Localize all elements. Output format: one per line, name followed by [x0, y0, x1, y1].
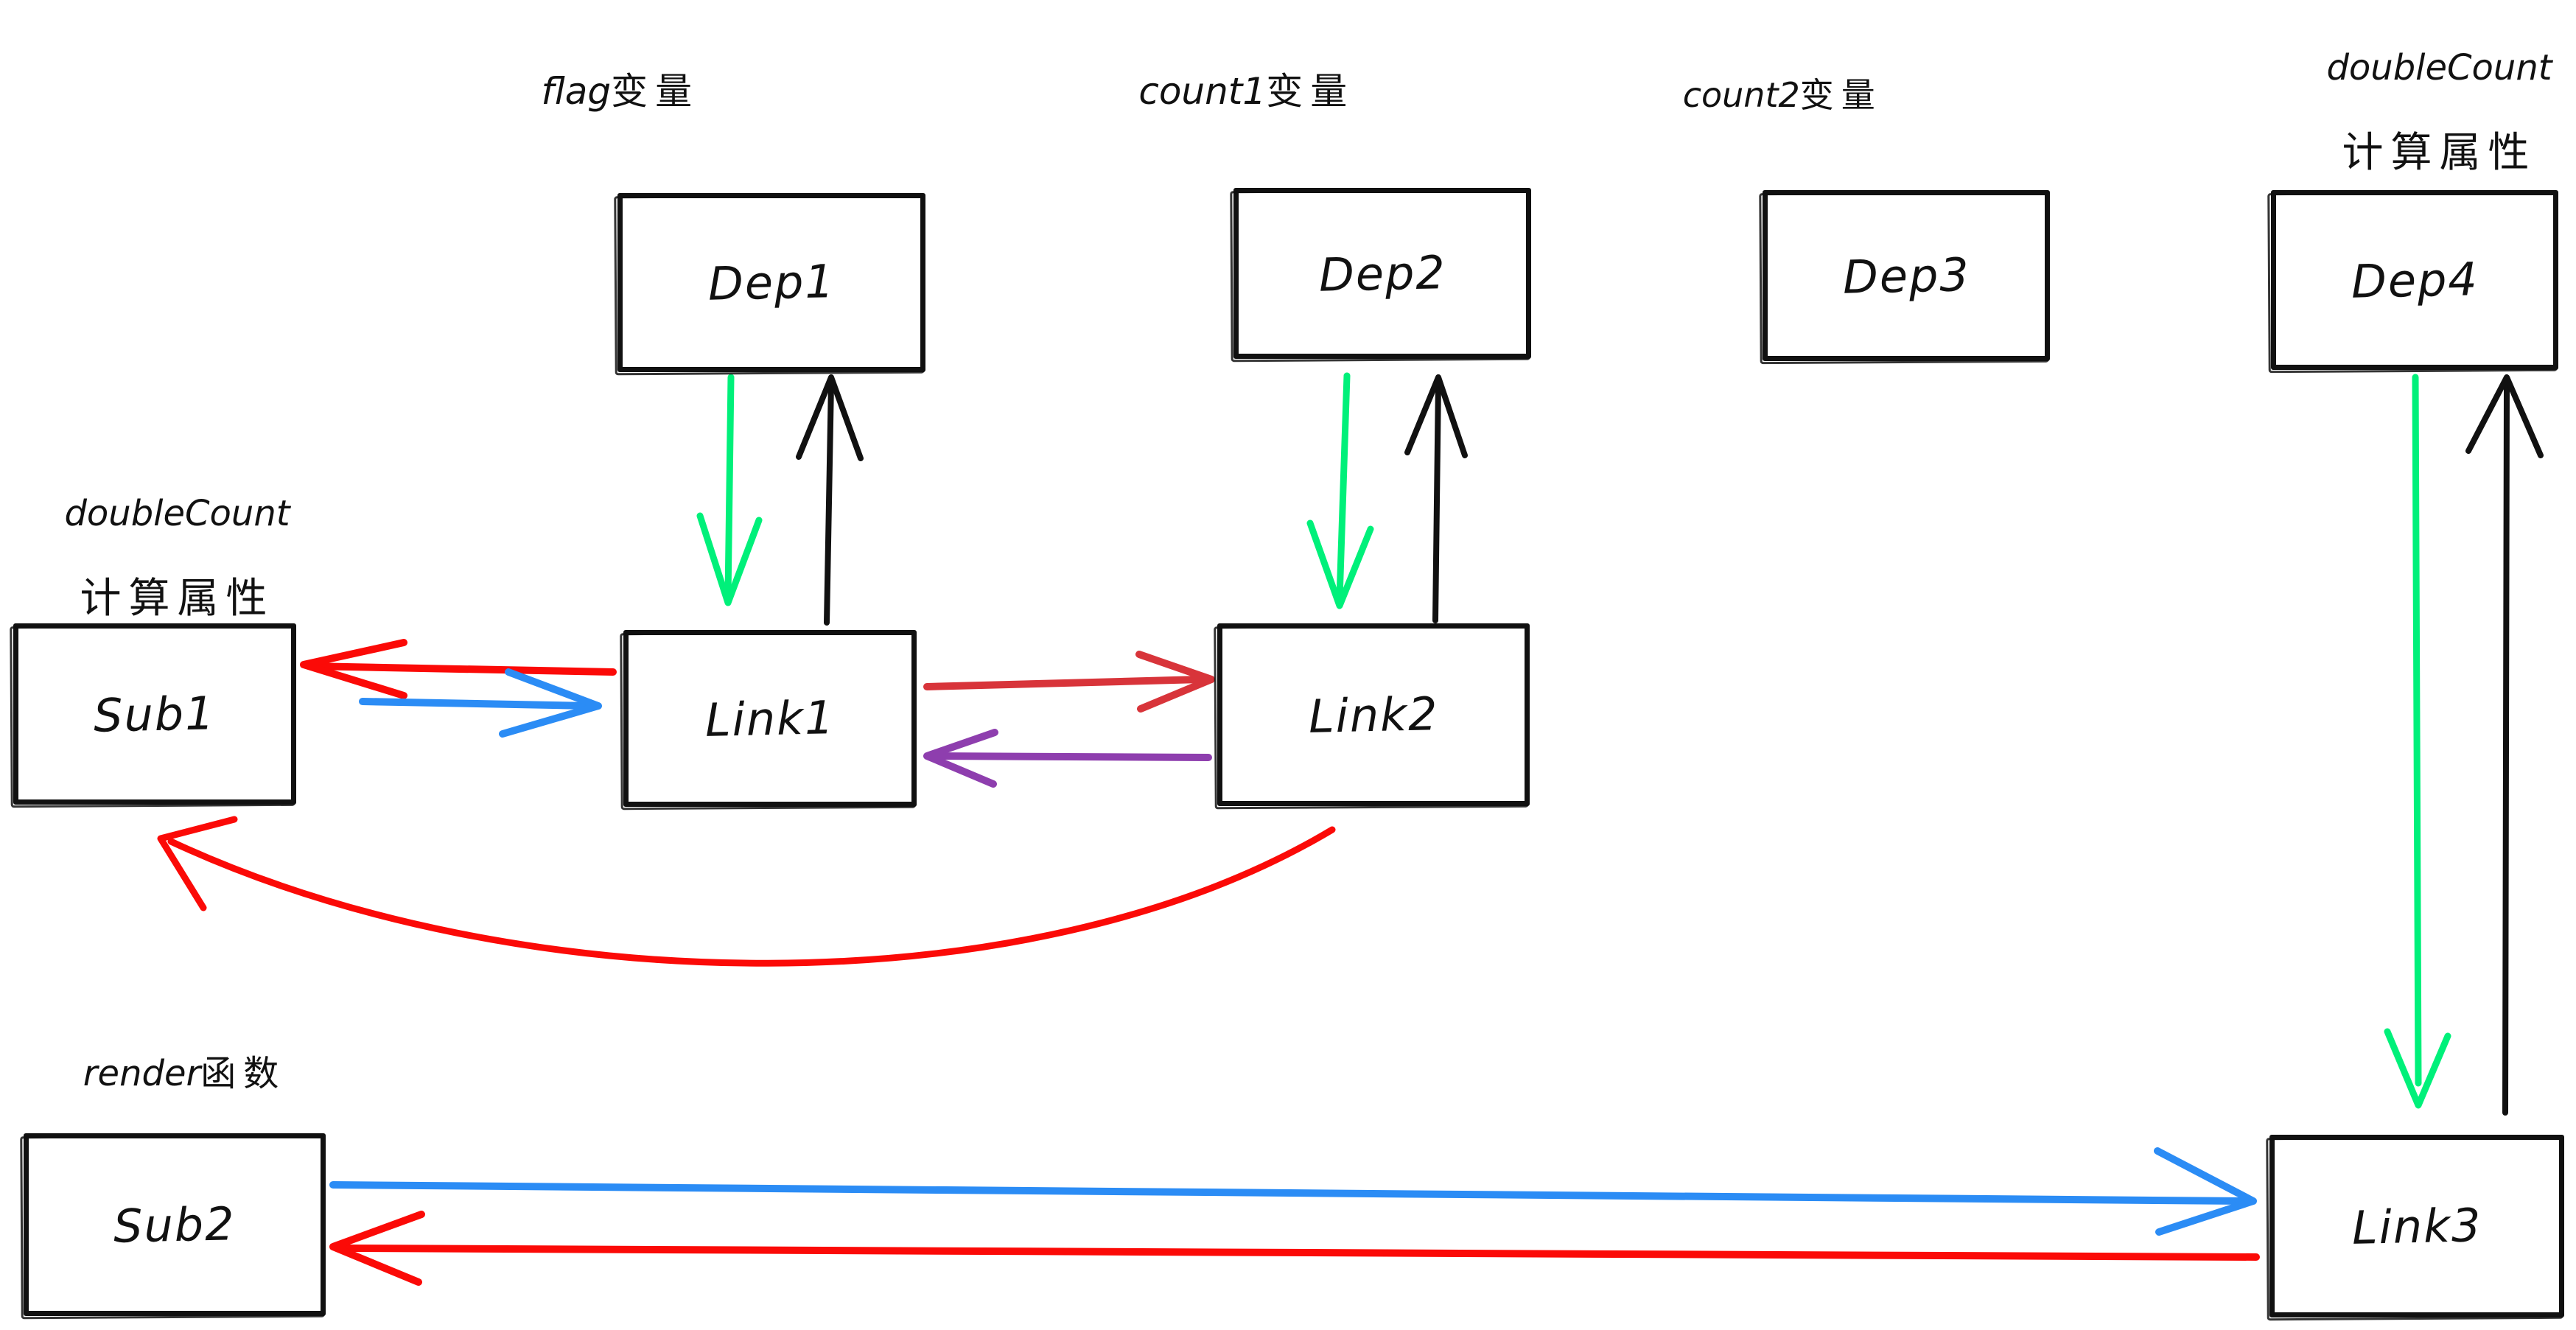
node-link3-label: Link3	[2351, 1197, 2482, 1255]
caption-doublecount-left: doubleCount 计算属性	[7, 453, 302, 663]
node-link3[interactable]: Link3	[2269, 1135, 2564, 1317]
caption-doublecount-right: doubleCount 计算属性	[2269, 7, 2564, 217]
node-link2[interactable]: Link2	[1217, 623, 1530, 806]
caption-doublecount-right-en: doubleCount	[2326, 47, 2552, 89]
edge-link1-to-link2	[923, 651, 1215, 713]
node-link1[interactable]: Link1	[623, 630, 917, 807]
node-sub1-label: Sub1	[93, 685, 217, 743]
node-sub1[interactable]: Sub1	[13, 623, 296, 805]
caption-render: render函数	[15, 1013, 309, 1135]
caption-count1-en: count1	[1138, 69, 1267, 113]
node-dep2-label: Dep2	[1317, 245, 1447, 302]
caption-count2-en: count2	[1682, 74, 1800, 115]
caption-count2-cn: 变量	[1799, 74, 1883, 115]
edge-link1-to-sub1	[300, 639, 617, 699]
caption-count2: count2变量	[1614, 37, 1908, 154]
node-dep4-label: Dep4	[2350, 251, 2479, 309]
caption-count1: count1变量	[1068, 28, 1378, 155]
node-dep3[interactable]: Dep3	[1763, 190, 2050, 361]
node-dep4[interactable]: Dep4	[2271, 190, 2558, 370]
edge-link2-to-dep2	[1404, 374, 1468, 623]
edge-link2-to-sub1	[157, 816, 1336, 967]
edge-dep2-to-link2	[1306, 372, 1374, 609]
node-dep1[interactable]: Dep1	[617, 193, 925, 372]
edge-dep4-to-link3	[2384, 374, 2451, 1109]
edge-link3-to-dep4	[2465, 374, 2544, 1116]
node-sub2[interactable]: Sub2	[24, 1133, 326, 1316]
caption-flag-en: flag	[541, 69, 612, 113]
edge-sub1-to-link1	[359, 668, 602, 738]
caption-doublecount-left-cn: 计算属性	[80, 574, 275, 623]
node-dep1-label: Dep1	[707, 254, 836, 311]
edge-dep1-to-link1	[696, 374, 763, 606]
node-dep3-label: Dep3	[1841, 247, 1971, 304]
node-dep2[interactable]: Dep2	[1233, 188, 1531, 359]
caption-render-en: render	[83, 1053, 201, 1095]
node-link2-label: Link2	[1308, 686, 1439, 743]
edge-link1-to-dep1	[796, 374, 864, 626]
caption-flag: flag变量	[442, 28, 752, 155]
node-sub2-label: Sub2	[113, 1196, 237, 1253]
caption-flag-cn: 变量	[611, 69, 700, 113]
caption-doublecount-right-cn: 计算属性	[2342, 128, 2537, 177]
node-link1-label: Link1	[704, 690, 836, 747]
caption-doublecount-left-en: doubleCount	[64, 493, 290, 535]
edge-sub2-to-link3	[329, 1147, 2257, 1236]
caption-render-cn: 函数	[200, 1053, 287, 1095]
edge-link2-to-link1	[923, 729, 1212, 788]
caption-count1-cn: 变量	[1266, 69, 1355, 113]
edge-link3-to-sub2	[329, 1211, 2260, 1286]
